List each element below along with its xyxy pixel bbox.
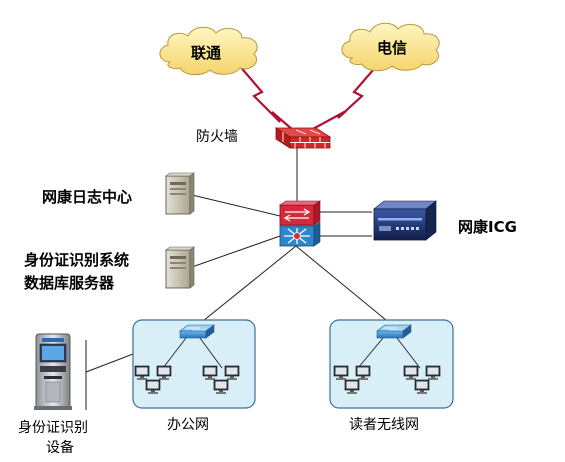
connection-lines — [85, 148, 393, 373]
office-network-label: 办公网 — [167, 417, 209, 433]
pc-icon — [355, 365, 371, 380]
pc-icon — [414, 379, 430, 394]
id-device-label-line1: 身份证识别 — [18, 420, 88, 436]
lightning-left — [237, 63, 301, 137]
log-center-server-icon — [165, 172, 195, 215]
icg-label: 网康ICG — [458, 218, 517, 236]
link-core-wireless — [295, 245, 393, 326]
pc-icon — [213, 379, 229, 394]
firewall-label: 防火墙 — [196, 129, 238, 145]
lightning-right — [299, 61, 381, 137]
log-center-label: 网康日志中心 — [42, 188, 132, 206]
pc-icon — [145, 379, 161, 394]
id-db-label-line2: 数据库服务器 — [24, 274, 115, 292]
cloud-unicom: 联通 — [159, 26, 258, 76]
pc-icon — [333, 365, 349, 380]
id-database-server-icon — [165, 246, 195, 289]
pc-icon — [156, 365, 172, 380]
pc-icon — [202, 365, 218, 380]
pc-icon — [224, 365, 240, 380]
id-db-label-line1: 身份证识别系统 — [24, 251, 129, 269]
pc-icon — [403, 365, 419, 380]
link-logcenter-core — [191, 194, 281, 217]
id-device-label-line2: 设备 — [46, 439, 74, 456]
office-pc-group-right — [202, 365, 240, 394]
office-pc-group-left — [134, 365, 172, 394]
core-switch-icon — [279, 200, 321, 247]
pc-icon — [134, 365, 150, 380]
pc-icon — [344, 379, 360, 394]
reader-wireless-label: 读者无线网 — [349, 416, 419, 433]
link-core-office — [197, 245, 297, 326]
wireless-switch-icon — [376, 324, 412, 339]
wireless-pc-group-left — [333, 365, 371, 394]
office-switch-icon — [179, 324, 215, 339]
firewall-icon — [274, 127, 332, 149]
cloud-telecom-label: 电信 — [377, 39, 407, 57]
pc-icon — [425, 365, 441, 380]
link-iddb-core — [191, 235, 281, 268]
id-kiosk-icon — [34, 333, 87, 410]
wireless-pc-group-right — [403, 365, 441, 394]
cloud-telecom: 电信 — [341, 22, 440, 72]
cloud-unicom-label: 联通 — [191, 44, 221, 62]
icg-appliance-icon — [373, 200, 437, 241]
